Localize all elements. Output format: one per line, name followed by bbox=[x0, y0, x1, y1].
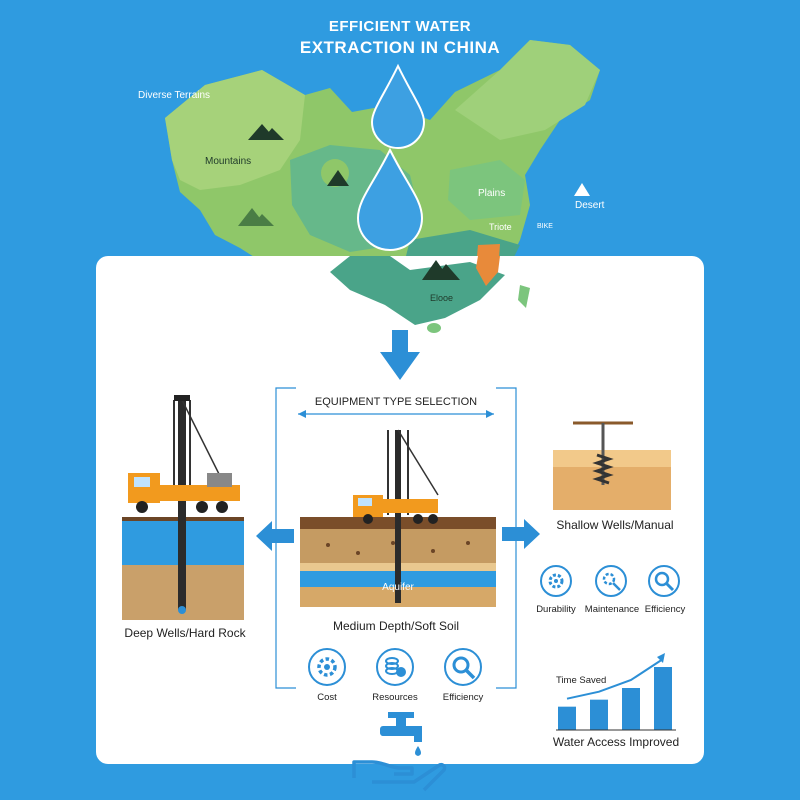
label-mountains: Mountains bbox=[205, 156, 252, 167]
chart-bar bbox=[590, 699, 608, 730]
right-arrow-icon bbox=[502, 519, 540, 549]
chart-bar bbox=[558, 706, 576, 730]
chart-bar bbox=[622, 688, 640, 730]
center-efficiency-label: Efficiency bbox=[442, 692, 484, 703]
label-elooe: Elooe bbox=[430, 293, 454, 303]
shallow-well-auger bbox=[553, 421, 671, 510]
title-line-2: EXTRACTION IN CHINA bbox=[299, 38, 501, 57]
durability-gear-icon bbox=[540, 565, 572, 597]
chart-trend-line bbox=[566, 658, 664, 700]
deep-well-rig bbox=[122, 395, 244, 620]
cost-label: Cost bbox=[317, 692, 337, 703]
equipment-selection-heading: EQUIPMENT TYPE SELECTION bbox=[314, 396, 478, 408]
chart-trend-arrowhead bbox=[657, 653, 665, 663]
resources-coins-icon bbox=[376, 648, 414, 686]
label-triote: Triote bbox=[489, 222, 512, 232]
label-diverse-terrains: Diverse Terrains bbox=[138, 90, 211, 101]
center-efficiency-magnifier-icon bbox=[444, 648, 482, 686]
title-line-1: EFFICIENT WATER bbox=[328, 18, 472, 35]
center-caption: Medium Depth/Soft Soil bbox=[332, 619, 460, 633]
medium-depth-rig bbox=[300, 429, 496, 607]
durability-label: Durability bbox=[536, 604, 576, 615]
resources-label: Resources bbox=[372, 692, 418, 703]
left-caption: Deep Wells/Hard Rock bbox=[124, 626, 246, 640]
maintenance-label: Maintenance bbox=[584, 604, 640, 615]
right-efficiency-label: Efficiency bbox=[644, 604, 686, 615]
right-caption: Shallow Wells/Manual bbox=[556, 518, 674, 532]
maintenance-gear-wrench-icon bbox=[595, 565, 627, 597]
label-plains: Plains bbox=[478, 188, 506, 199]
china-map-lower bbox=[330, 256, 530, 333]
chart-title: Time Saved bbox=[556, 675, 607, 686]
down-arrow-icon bbox=[380, 330, 420, 380]
label-desert: Desert bbox=[575, 200, 605, 211]
aquifer-label: Aquifer bbox=[382, 582, 414, 593]
label-bike: BIKE bbox=[537, 223, 553, 230]
water-access-chart bbox=[556, 653, 676, 731]
cost-gear-icon bbox=[308, 648, 346, 686]
chart-bar bbox=[654, 667, 672, 730]
left-arrow-icon bbox=[256, 521, 294, 551]
efficiency-magnifier-icon bbox=[648, 565, 680, 597]
water-tap-hand-icon bbox=[352, 712, 447, 792]
chart-caption: Water Access Improved bbox=[552, 735, 680, 749]
